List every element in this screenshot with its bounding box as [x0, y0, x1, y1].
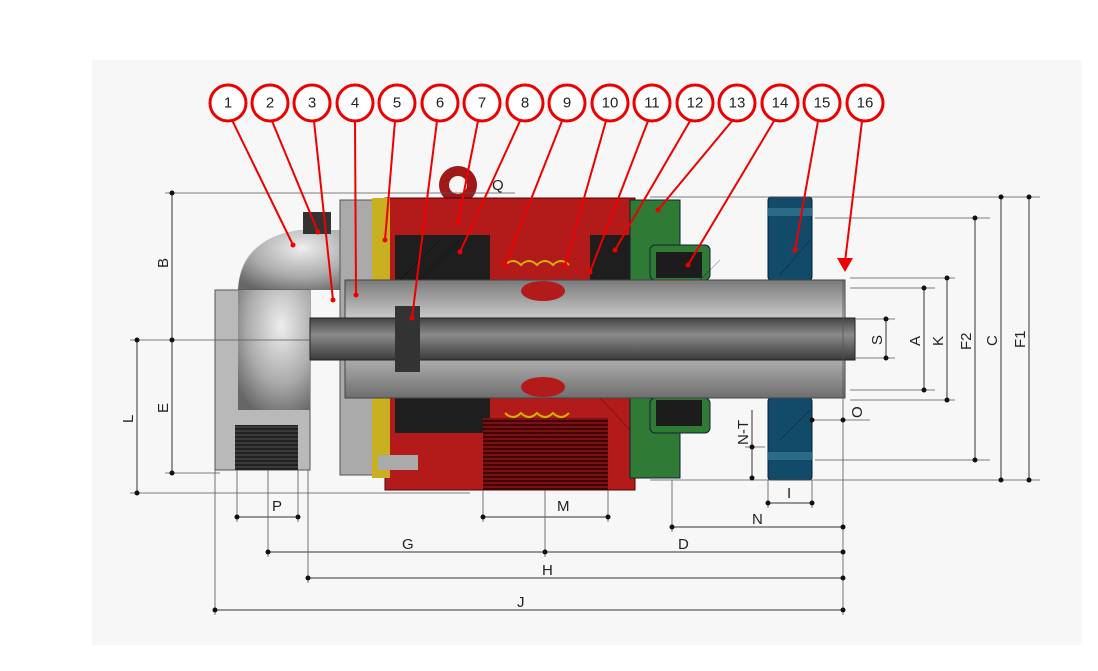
callout-11: 11 — [632, 83, 672, 123]
dim-e: E — [155, 403, 172, 413]
svg-text:8: 8 — [521, 95, 529, 112]
dimension-lines — [130, 190, 1040, 615]
elbow-thread — [235, 425, 298, 470]
dim-b: B — [155, 258, 172, 268]
callout-2: 2 — [250, 83, 290, 123]
dim-k: K — [930, 336, 947, 346]
callout-14: 14 — [760, 83, 800, 123]
dim-d: D — [678, 536, 689, 553]
callout-15: 15 — [802, 83, 842, 123]
housing-port-thread — [483, 418, 608, 490]
dim-q: Q — [492, 177, 504, 194]
svg-text:1: 1 — [224, 95, 232, 112]
dim-l: L — [120, 415, 137, 423]
dimension-labels: Q B E L P M I N G D H J S A K F2 C F1 O … — [120, 177, 1029, 611]
dim-n-t: N-T — [735, 420, 752, 445]
dim-n: N — [752, 511, 763, 528]
callout-9: 9 — [547, 83, 587, 123]
svg-text:2: 2 — [266, 95, 274, 112]
svg-text:14: 14 — [772, 95, 789, 112]
svg-text:6: 6 — [436, 95, 444, 112]
dim-f1: F1 — [1012, 330, 1029, 348]
dim-c: C — [984, 335, 1001, 346]
svg-text:15: 15 — [814, 95, 831, 112]
svg-text:16: 16 — [857, 95, 874, 112]
spring — [504, 260, 570, 418]
callout-10: 10 — [590, 83, 630, 123]
svg-text:10: 10 — [602, 95, 619, 112]
svg-text:7: 7 — [478, 95, 486, 112]
dim-m: M — [557, 498, 570, 515]
callout-5: 5 — [377, 83, 417, 123]
callout-leaders — [231, 119, 863, 321]
dim-j: J — [517, 594, 525, 611]
dim-s: S — [869, 335, 886, 345]
callout-13: 13 — [717, 83, 757, 123]
callout-8: 8 — [505, 83, 545, 123]
siphon-pipe — [309, 317, 856, 361]
svg-text:11: 11 — [644, 95, 660, 112]
dim-i: I — [787, 485, 791, 502]
svg-text:4: 4 — [351, 95, 359, 112]
dim-a: A — [907, 336, 924, 346]
svg-text:13: 13 — [729, 95, 746, 112]
callout-16-arrowhead — [837, 258, 853, 272]
dim-h: H — [542, 562, 553, 579]
dim-p: P — [272, 498, 282, 515]
callout-3: 3 — [292, 83, 332, 123]
dim-f2: F2 — [958, 332, 975, 350]
callout-1: 1 — [208, 83, 248, 123]
callout-4: 4 — [335, 83, 375, 123]
svg-text:5: 5 — [393, 95, 401, 112]
callout-12: 12 — [675, 83, 715, 123]
dim-g: G — [402, 536, 414, 553]
svg-text:3: 3 — [308, 95, 316, 112]
callout-6: 6 — [420, 83, 460, 123]
dim-o: O — [849, 406, 866, 418]
svg-text:9: 9 — [563, 95, 571, 112]
callout-16: 16 — [845, 83, 885, 123]
callouts: 1 2 3 4 5 6 7 8 9 10 11 12 13 14 15 16 — [208, 83, 885, 123]
svg-text:12: 12 — [687, 95, 704, 112]
callout-7: 7 — [462, 83, 502, 123]
